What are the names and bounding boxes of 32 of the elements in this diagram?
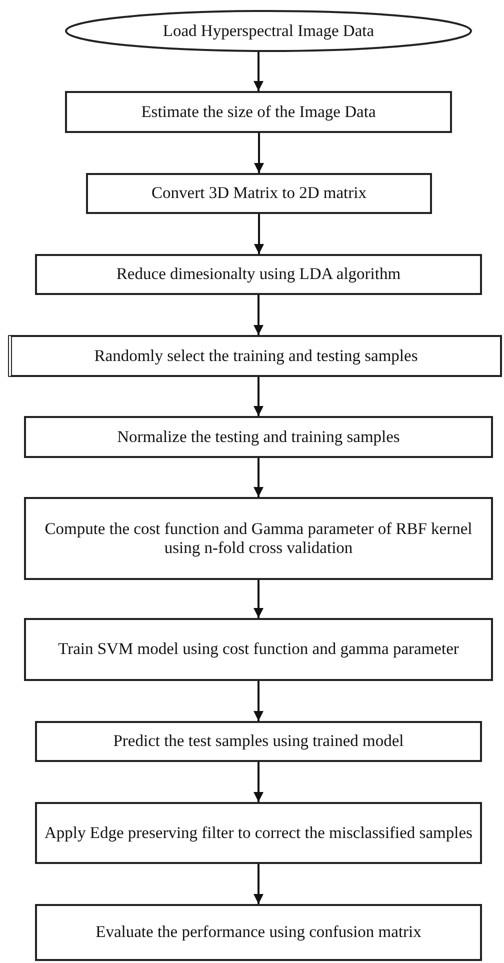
step-text: Evaluate the performance using confusion matrix xyxy=(96,923,422,942)
process-box xyxy=(35,254,482,295)
step-text: Compute the cost function and Gamma parameter of RBF kernel using n-fold cross validation xyxy=(44,520,474,558)
process-box xyxy=(24,618,493,681)
step-text: Randomly select the training and testing samples xyxy=(94,346,418,366)
arrow xyxy=(254,52,264,91)
process-box xyxy=(24,416,493,458)
arrow xyxy=(254,214,264,254)
start-ellipse xyxy=(65,10,472,52)
step-text: Estimate the size of the Image Data xyxy=(141,102,376,122)
process-box xyxy=(8,335,502,377)
step-text: Convert 3D Matrix to 2D matrix xyxy=(152,184,366,203)
process-box xyxy=(65,91,452,133)
step-text: Train SVM model using cost function and gamma parameter xyxy=(58,640,459,659)
arrow xyxy=(254,295,264,335)
process-box xyxy=(24,497,493,580)
arrow xyxy=(254,864,264,904)
arrow xyxy=(254,762,264,802)
process-box xyxy=(86,173,432,214)
step-text: Reduce dimesionalty using LDA algorithm xyxy=(116,265,401,284)
step-text: Normalize the testing and training samples xyxy=(117,428,400,446)
arrow xyxy=(254,458,264,497)
process-box xyxy=(35,802,482,864)
arrow xyxy=(254,377,264,416)
arrow xyxy=(254,133,264,173)
step-text: Predict the test samples using trained model xyxy=(113,732,404,751)
process-box xyxy=(35,904,482,961)
step-text: Load Hyperspectral Image Data xyxy=(162,22,374,40)
arrow xyxy=(254,580,264,618)
process-box xyxy=(35,721,482,762)
arrow xyxy=(254,681,264,721)
step-text: Apply Edge preserving filter to correct the misclassified samples xyxy=(44,824,472,842)
